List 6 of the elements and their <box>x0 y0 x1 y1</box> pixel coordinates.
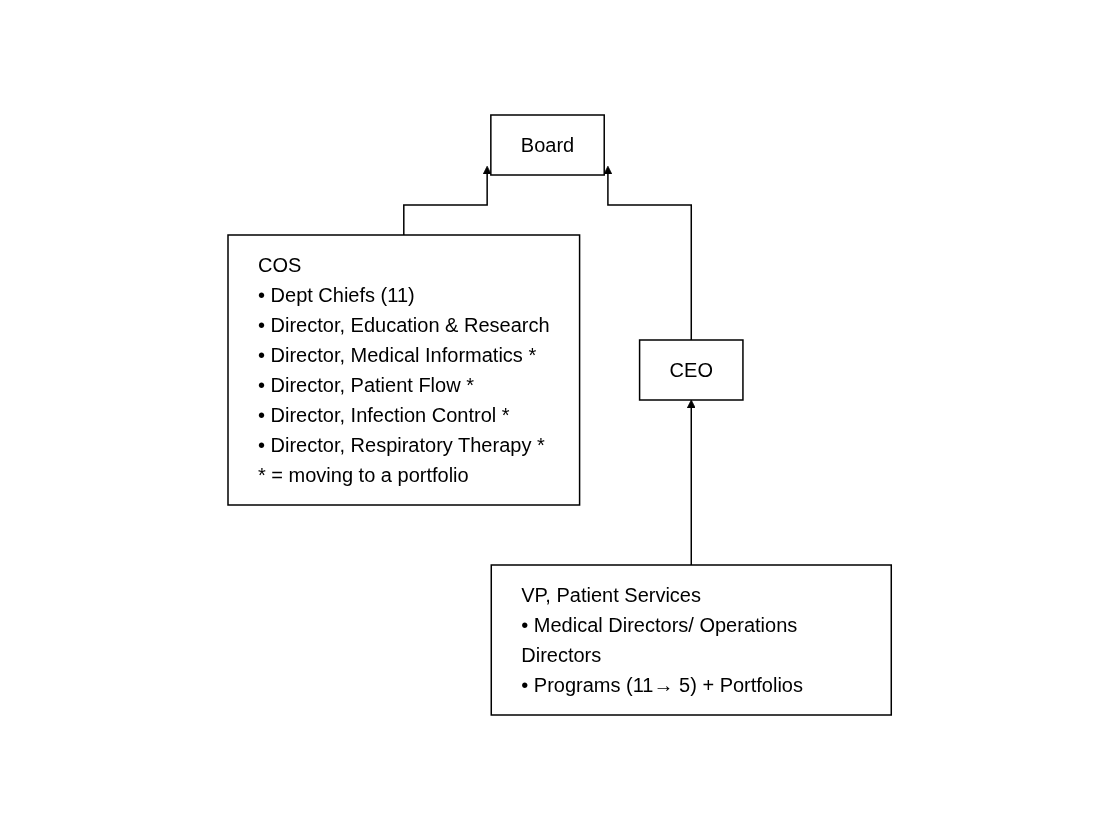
arrow <box>687 399 697 566</box>
node-box: Board <box>490 114 606 176</box>
arrow <box>403 165 492 236</box>
node-box: COS • Dept Chiefs (11) • Director, Education & Research • Director, Medical Informatics * • Director, Patient Flow * • Director, Infection Control * • Director, Respiratory Therapy * * = moving to a portfolio <box>227 234 581 506</box>
node-box: CEO <box>639 339 745 401</box>
node-box: VP, Patient Services • Medical Directors/ Operations Directors • Programs (11→ 5) + Portfolios <box>490 564 893 716</box>
